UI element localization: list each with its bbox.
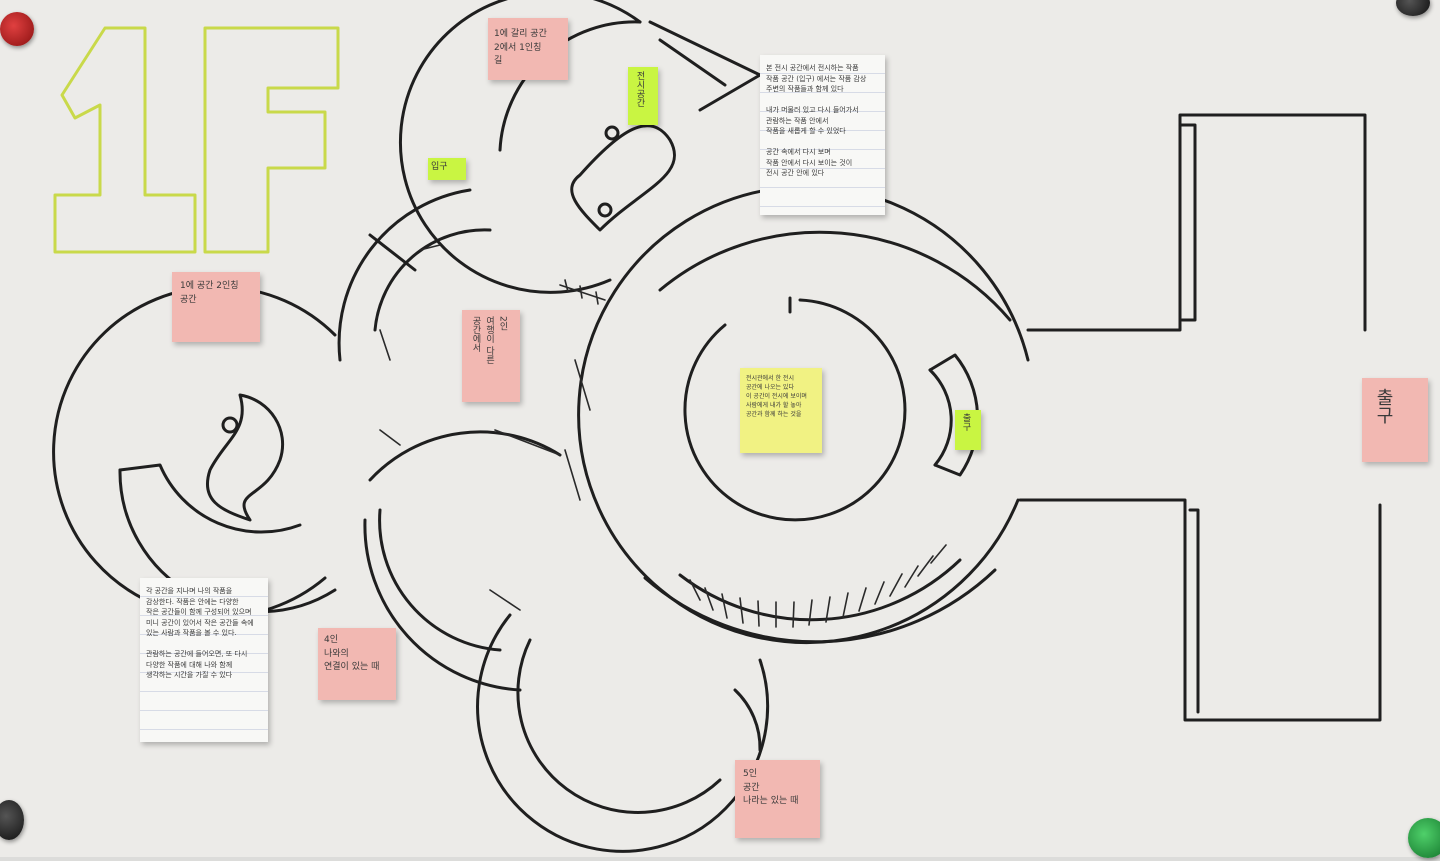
white-note-top: 본 전시 공간에서 전시하는 작품 작품 공간 (입구) 에서는 작품 감상 주… (760, 55, 885, 215)
black-magnet-bottom-left (0, 800, 24, 840)
bottom-room (476, 613, 770, 853)
left-pink-note: 1에 공간 2인칭 공간 (172, 272, 260, 342)
mid-pink-note: 2인 여행이 다른 공간에서 (462, 310, 520, 402)
bottom-right-pink-note: 5인 공간 나라는 있는 때 (735, 760, 820, 838)
white-note-top-text: 본 전시 공간에서 전시하는 작품 작품 공간 (입구) 에서는 작품 감상 주… (766, 64, 867, 177)
floor-label-outline (53, 26, 340, 254)
left-pink-note-text: 1에 공간 2인칭 공간 (180, 281, 239, 305)
green-note-right: 출구 (955, 410, 981, 450)
green-note-right-text: 출구 (960, 413, 971, 431)
white-note-left: 각 공간을 지나며 나의 작품을 감상한다. 작품은 안에는 다양한 작은 공간… (140, 578, 268, 742)
green-note-small-text: 입구 (431, 162, 448, 172)
bottom-right-pink-note-text: 5인 공간 나라는 있는 때 (743, 769, 799, 806)
exit-pink-note-text: 출구 (1373, 388, 1394, 424)
green-note-top-text: 전시공간 (634, 71, 645, 107)
exit-pink-note: 출구 (1362, 378, 1428, 462)
exit-corridor (1018, 113, 1382, 722)
black-magnet-top-right (1396, 0, 1430, 16)
green-note-top: 전시공간 (628, 67, 658, 125)
top-pink-note: 1에 갈리 공간 2에서 1인칭 길 (488, 18, 568, 80)
green-note-small: 입구 (428, 158, 466, 180)
staircase (689, 544, 947, 628)
mid-pink-note-text: 2인 여행이 다른 공간에서 (470, 316, 508, 364)
green-magnet (1408, 818, 1440, 858)
bottom-pink-note-text: 4인 나와의 연결이 있는 때 (324, 635, 380, 672)
bottom-middle-room (363, 430, 562, 692)
red-magnet (0, 12, 34, 46)
left-middle-room (337, 188, 492, 362)
white-note-left-text: 각 공간을 지나며 나의 작품을 감상한다. 작품은 안에는 다양한 작은 공간… (146, 587, 254, 679)
center-yellow-note-text: 전시관에서 한 전시 공간에 나오는 있다 이 공간이 전시에 보이며 사람에게… (746, 375, 807, 418)
door-marks (379, 279, 606, 611)
top-pink-note-text: 1에 갈리 공간 2에서 1인칭 길 (494, 29, 547, 66)
center-yellow-note: 전시관에서 한 전시 공간에 나오는 있다 이 공간이 전시에 보이며 사람에게… (740, 368, 822, 453)
central-hall (577, 185, 1030, 644)
bottom-pink-note: 4인 나와의 연결이 있는 때 (318, 628, 396, 700)
